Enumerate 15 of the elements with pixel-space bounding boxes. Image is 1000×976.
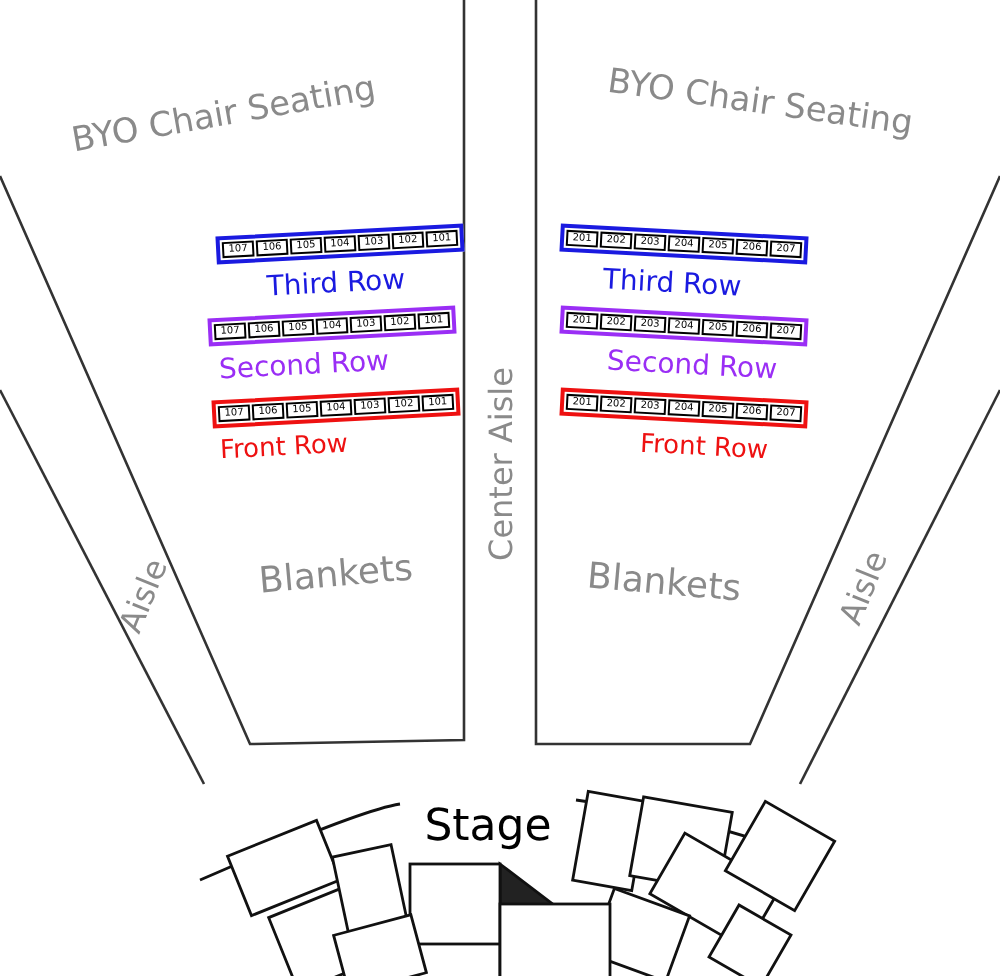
area-label: Blankets — [585, 559, 743, 609]
row-label: Front Row — [219, 431, 349, 465]
area-label: Blankets — [257, 551, 415, 601]
aisle-label: Aisle — [114, 554, 174, 638]
section-label: BYO Chair Seating — [605, 65, 915, 143]
seat-row-box — [207, 305, 457, 347]
row-label: Third Row — [266, 266, 406, 302]
row-label: Front Row — [639, 431, 769, 465]
aisle-label: Center Aisle — [486, 367, 518, 561]
stage-label: Stage — [424, 806, 552, 850]
aisle-label: Aisle — [834, 546, 894, 630]
section-label: BYO Chair Seating — [69, 72, 379, 160]
row-label: Third Row — [602, 266, 742, 302]
row-label: Second Row — [218, 347, 390, 385]
row-label: Second Row — [606, 347, 778, 385]
